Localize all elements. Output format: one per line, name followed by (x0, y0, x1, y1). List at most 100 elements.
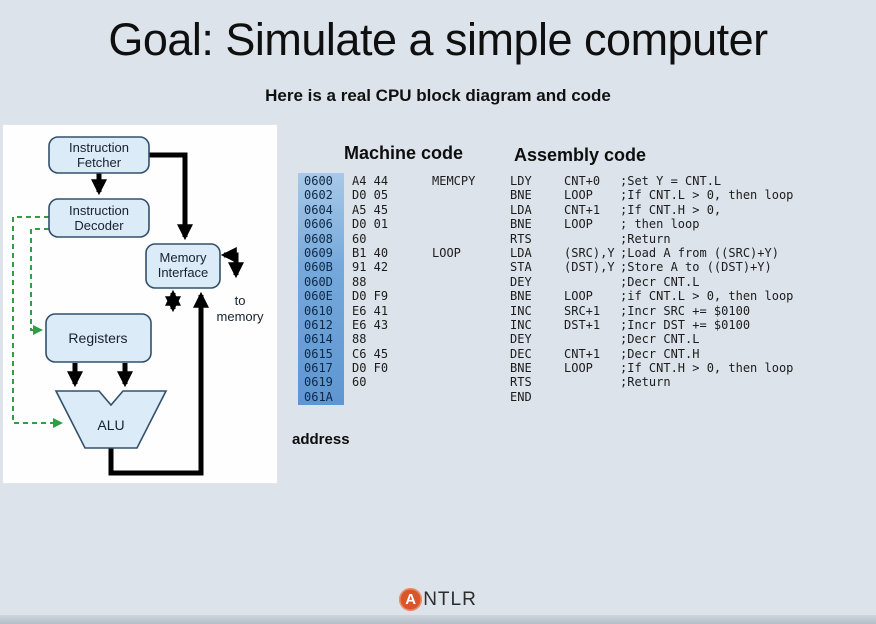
memory-interface-label-line1: Memory (160, 250, 207, 265)
cpu-block-diagram: Instruction Fetcher Instruction Decoder … (2, 124, 278, 484)
operand-cell: LOOP (564, 289, 593, 304)
comment-cell: ;Load A from ((SRC)+Y) (620, 245, 779, 260)
mnemonic-cell: INC (510, 317, 532, 332)
comment-cell: ;Return (620, 375, 671, 390)
bytes-cell: 60 (352, 375, 367, 390)
address-label: address (292, 431, 350, 448)
alu-shape: ALU (54, 390, 168, 449)
antlr-logo-letter: A (405, 591, 417, 608)
address-cell: 0606 (304, 217, 333, 232)
mnemonic-cell: LDA (510, 245, 532, 260)
code-row: 061A END (298, 390, 793, 404)
label-cell (432, 318, 510, 332)
comment-cell: ;If CNT.H > 0, (620, 202, 722, 217)
address-cell: 0612 (304, 317, 333, 332)
bus-fetcher-to-memory-interface (149, 152, 194, 241)
slide-subtitle: Here is a real CPU block diagram and cod… (265, 86, 611, 105)
comment-cell: ;Decr CNT.L (620, 274, 700, 289)
label-cell (432, 232, 510, 246)
mnemonic-cell: BNE (510, 361, 532, 376)
bytes-cell: A5 45 (352, 202, 389, 217)
address-cell: 0619 (304, 375, 333, 390)
machine-code-header: Machine code (344, 143, 464, 163)
label-cell (432, 217, 510, 231)
label-cell (432, 275, 510, 289)
assembly-code-header: Assembly code (514, 145, 647, 165)
operand-cell (564, 375, 620, 389)
comment-cell: ;Store A to ((DST)+Y) (620, 260, 772, 275)
comment-cell: ;Set Y = CNT.L (620, 174, 722, 188)
mnemonic-cell: DEY (510, 332, 532, 347)
address-cell: 0615 (304, 346, 333, 361)
comment-cell: ; then loop (620, 217, 700, 232)
mnemonic-cell: DEC (510, 346, 532, 361)
instruction-decoder-label-line1: Instruction (69, 203, 129, 218)
bytes-cell: D0 F9 (352, 289, 389, 304)
label-cell (432, 304, 510, 318)
bytes-cell: E6 43 (352, 317, 389, 332)
registers-label: Registers (68, 330, 127, 346)
operand-cell: DST+1 (564, 317, 601, 332)
operand-cell (564, 390, 620, 404)
bytes-cell: 60 (352, 231, 367, 246)
instruction-fetcher-box: Instruction Fetcher (48, 136, 150, 174)
mnemonic-cell: STA (510, 260, 532, 275)
address-cell: 0602 (304, 188, 333, 203)
operand-cell (564, 275, 620, 289)
instruction-decoder-box: Instruction Decoder (48, 198, 150, 238)
address-cell: 0604 (304, 202, 333, 217)
operand-cell: SRC+1 (564, 303, 601, 318)
label-cell (432, 188, 510, 202)
label-cell (432, 332, 510, 346)
antlr-logo-icon: A (399, 588, 423, 611)
bottom-edge-shadow (0, 615, 876, 624)
instruction-fetcher-label-line1: Instruction (69, 140, 129, 155)
to-memory-label-line2: memory (217, 309, 264, 324)
mnemonic-cell: RTS (510, 375, 532, 390)
instruction-fetcher-label-line2: Fetcher (77, 155, 122, 170)
footer-logo: A NTLR (0, 588, 876, 611)
operand-cell: LOOP (564, 217, 593, 232)
mnemonic-cell: RTS (510, 231, 532, 246)
instruction-decoder-label-line2: Decoder (74, 218, 124, 233)
label-cell: MEMCPY (432, 174, 476, 188)
bytes-cell: A4 44 (352, 174, 389, 188)
comment-cell: ;Incr SRC += $0100 (620, 303, 751, 318)
address-cell: 0614 (304, 332, 333, 347)
address-cell: 0609 (304, 245, 333, 260)
mnemonic-cell: END (510, 389, 532, 404)
memory-interface-box: Memory Interface (145, 243, 221, 289)
bytes-cell: 88 (352, 332, 367, 347)
memory-interface-label-line2: Interface (158, 265, 209, 280)
mnemonic-cell: INC (510, 303, 532, 318)
operand-cell: LOOP (564, 361, 593, 376)
operand-cell (564, 332, 620, 346)
address-cell: 061A (304, 389, 333, 404)
address-cell: 0608 (304, 231, 333, 246)
bytes-cell (352, 390, 432, 404)
address-cell: 0610 (304, 303, 333, 318)
operand-cell: (SRC),Y (564, 245, 615, 260)
mnemonic-cell: BNE (510, 188, 532, 203)
control-signal-to-registers (30, 228, 49, 335)
arrow-to-memory (220, 246, 245, 279)
mnemonic-cell: LDY (510, 174, 532, 188)
comment-cell: ;If CNT.L > 0, then loop (620, 188, 794, 203)
bytes-cell: C6 45 (352, 346, 389, 361)
label-cell (432, 390, 510, 404)
address-cell: 060E (304, 289, 333, 304)
bytes-cell: D0 05 (352, 188, 389, 203)
mnemonic-cell: LDA (510, 202, 532, 217)
label-cell (432, 289, 510, 303)
registers-box: Registers (45, 313, 152, 363)
